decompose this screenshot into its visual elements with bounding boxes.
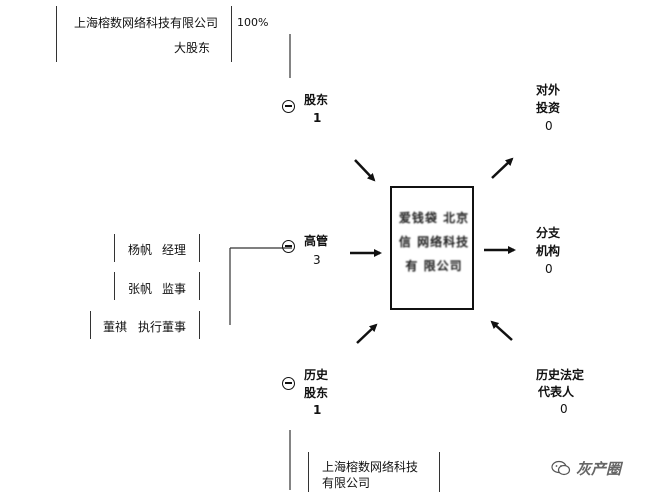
top-shareholder-role: 大股东 bbox=[174, 41, 211, 55]
legalrep-label-line1: 历史法定 bbox=[536, 368, 585, 382]
person-title: 经理 bbox=[162, 243, 187, 257]
person-box-yangfan[interactable] bbox=[114, 234, 200, 262]
history-company-line2: 有限公司 bbox=[322, 476, 371, 490]
wechat-icon bbox=[551, 460, 571, 476]
person-title: 监事 bbox=[162, 282, 187, 296]
person-box-zhangfan[interactable] bbox=[114, 272, 200, 300]
watermark-text: 灰产圈 bbox=[576, 460, 622, 478]
arrow-legalrep-in bbox=[490, 320, 513, 341]
history-label-line2: 股东 bbox=[304, 386, 329, 400]
collapse-history-icon[interactable] bbox=[282, 377, 295, 390]
branch-label-line2: 机构 bbox=[536, 244, 561, 258]
history-label-line1: 历史 bbox=[304, 368, 329, 382]
investment-label-line1: 对外 bbox=[536, 83, 561, 97]
shareholders-label: 股东 bbox=[304, 93, 329, 107]
management-count: 3 bbox=[313, 253, 321, 267]
top-shareholder-box[interactable] bbox=[56, 6, 232, 62]
management-label: 高管 bbox=[304, 234, 329, 248]
investment-label-line2: 投资 bbox=[536, 101, 561, 115]
top-shareholder-percent: 100% bbox=[237, 16, 269, 29]
person-name: 杨帆 bbox=[128, 243, 153, 257]
person-name: 董祺 bbox=[103, 320, 128, 334]
investment-count: 0 bbox=[545, 119, 553, 133]
history-company-box[interactable] bbox=[308, 452, 440, 492]
arrow-shareholder-in bbox=[354, 159, 376, 182]
arrow-investment-out bbox=[491, 157, 514, 179]
branch-count: 0 bbox=[545, 262, 553, 276]
center-company-box[interactable]: 爱钱袋 北京 信 网络科技有 限公司 bbox=[390, 186, 474, 310]
legalrep-label-line2: 代表人 bbox=[538, 385, 575, 399]
history-company-line1: 上海榕数网络科技 bbox=[322, 460, 419, 474]
shareholders-count: 1 bbox=[313, 111, 322, 125]
legalrep-count: 0 bbox=[560, 402, 568, 416]
collapse-management-icon[interactable] bbox=[282, 240, 295, 253]
collapse-shareholders-icon[interactable] bbox=[282, 100, 295, 113]
branch-label-line1: 分支 bbox=[536, 226, 561, 240]
top-shareholder-name: 上海榕数网络科技有限公司 bbox=[74, 16, 219, 30]
person-name: 张帆 bbox=[128, 282, 153, 296]
history-count: 1 bbox=[313, 403, 322, 417]
arrow-history-in bbox=[356, 323, 378, 344]
person-box-dongqi[interactable] bbox=[90, 311, 200, 339]
center-company-name: 爱钱袋 北京 信 网络科技有 限公司 bbox=[398, 211, 470, 273]
person-title: 执行董事 bbox=[138, 320, 187, 334]
